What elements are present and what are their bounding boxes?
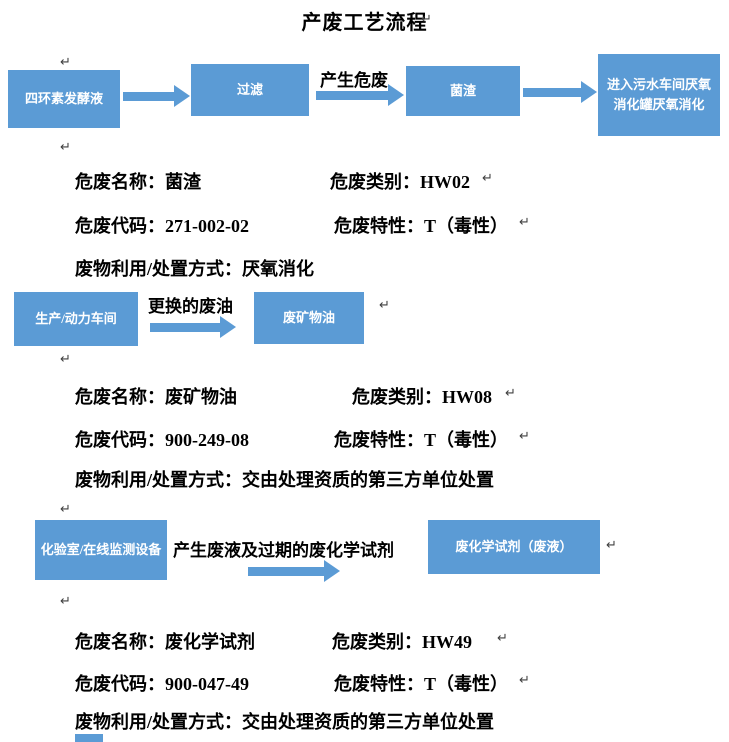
paragraph-mark-icon: ↵ (519, 429, 530, 444)
paragraph-mark-icon: ↵ (482, 171, 493, 186)
paragraph-mark-icon: ↵ (60, 594, 71, 609)
section3-waste-category: 危废类别：HW49 (332, 632, 473, 652)
arrow-shaft (523, 87, 581, 97)
flow3-arrow-label: 产生废液及过期的废化学试剂 (173, 541, 394, 560)
flow1-node-fermentation-liquid: 四环素发酵液 (8, 70, 120, 128)
arrow-head-icon (581, 81, 597, 103)
paragraph-mark-icon: ↵ (60, 55, 71, 70)
flow1-arrow-1 (123, 85, 190, 107)
section1-disposal-method: 废物利用/处置方式：厌氧消化 (75, 259, 314, 279)
paragraph-mark-icon: ↵ (505, 386, 516, 401)
page-title: 产废工艺流程 (301, 12, 428, 34)
arrow-shaft (316, 90, 388, 100)
paragraph-mark-icon: ↵ (497, 631, 508, 646)
section1-waste-trait: 危废特性：T（毒性） (334, 216, 509, 236)
section1-waste-code: 危废代码：271-002-02 (75, 216, 249, 236)
flow1-node-filter: 过滤 (191, 64, 309, 116)
paragraph-mark-icon: ↵ (421, 12, 432, 27)
paragraph-mark-icon: ↵ (60, 140, 71, 155)
arrow-head-icon (220, 316, 236, 338)
section1-waste-category: 危废类别：HW02 (330, 172, 471, 192)
section2-disposal-method: 废物利用/处置方式：交由处理资质的第三方单位处置 (75, 470, 494, 490)
flow1-node-residue: 菌渣 (406, 66, 520, 116)
paragraph-mark-icon: ↵ (519, 673, 530, 688)
paragraph-mark-icon: ↵ (60, 502, 71, 517)
flow3-arrow-1 (248, 560, 340, 582)
paragraph-mark-icon: ↵ (519, 215, 530, 230)
arrow-head-icon (388, 84, 404, 106)
arrow-shaft (123, 91, 174, 101)
section3-waste-code: 危废代码：900-047-49 (75, 674, 249, 694)
section2-waste-name: 危废名称：废矿物油 (75, 387, 237, 407)
flow2-node-workshop: 生产/动力车间 (14, 292, 138, 346)
section2-waste-code: 危废代码：900-249-08 (75, 430, 249, 450)
flow1-arrow-2 (316, 84, 404, 106)
arrow-head-icon (174, 85, 190, 107)
arrow-shaft (150, 322, 220, 332)
flow2-arrow-label: 更换的废油 (148, 297, 233, 316)
paragraph-mark-icon: ↵ (379, 298, 390, 313)
flow2-arrow-1 (150, 316, 236, 338)
section3-waste-trait: 危废特性：T（毒性） (334, 674, 509, 694)
flow1-arrow-label: 产生危废 (320, 71, 388, 90)
section3-waste-name: 危废名称：废化学试剂 (75, 632, 255, 652)
arrow-shaft (248, 566, 324, 576)
paragraph-mark-icon: ↵ (606, 538, 617, 553)
section2-waste-category: 危废类别：HW08 (352, 387, 493, 407)
section3-disposal-method: 废物利用/处置方式：交由处理资质的第三方单位处置 (75, 712, 494, 732)
flow1-node-anaerobic-digestion: 进入污水车间厌氧消化罐厌氧消化 (598, 54, 720, 136)
flow1-arrow-3 (523, 81, 597, 103)
paragraph-mark-icon: ↵ (60, 352, 71, 367)
flow3-node-chemical-reagent: 废化学试剂（废液） (428, 520, 600, 574)
arrow-head-icon (324, 560, 340, 582)
section2-waste-trait: 危废特性：T（毒性） (334, 430, 509, 450)
flow2-node-mineral-oil: 废矿物油 (254, 292, 364, 344)
cutoff-flow-box (75, 734, 103, 742)
flow3-node-laboratory: 化验室/在线监测设备 (35, 520, 167, 580)
section1-waste-name: 危废名称：菌渣 (75, 172, 201, 192)
